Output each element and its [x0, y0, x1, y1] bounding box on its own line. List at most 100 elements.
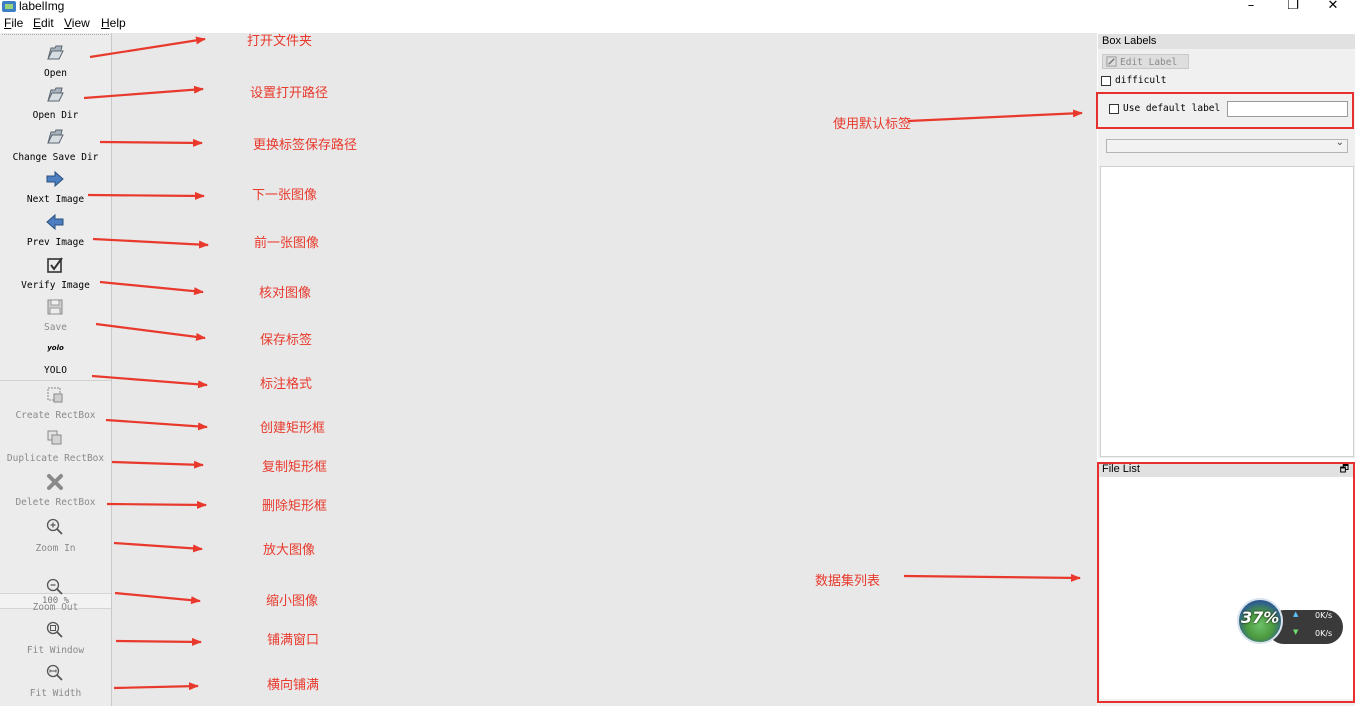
zoom-value[interactable]: 100 %: [0, 593, 111, 609]
annotation-open-dir: 设置打开路径: [250, 86, 329, 101]
menu-view[interactable]: View: [64, 16, 90, 30]
file-list-dock: File List 🗗: [1098, 462, 1355, 706]
create-rectbox-label: Create RectBox: [15, 410, 96, 421]
arrow-fit-window: [115, 637, 202, 646]
difficult-label: difficult: [1115, 75, 1167, 86]
float-dock-icon[interactable]: 🗗: [1339, 464, 1349, 475]
delete-rectbox-button[interactable]: Delete RectBox: [0, 472, 111, 512]
zoom-in-button[interactable]: Zoom In: [0, 517, 111, 557]
network-speed-widget[interactable]: 37% ▲ ▼ 0K/s 0K/s: [1237, 598, 1343, 646]
arrow-use-default-label: [907, 109, 1083, 123]
delete-rectbox-label: Delete RectBox: [15, 497, 96, 508]
annotation-create-rectbox: 创建矩形框: [260, 421, 326, 436]
menu-file[interactable]: File: [4, 16, 24, 30]
file-list-title: File List: [1098, 462, 1355, 477]
save-button[interactable]: Save: [0, 297, 111, 337]
create-rect-icon: [47, 387, 63, 403]
zoom-out-icon: [46, 578, 63, 595]
annotation-use-default-label: 使用默认标签: [833, 117, 912, 132]
use-default-label-text: Use default label: [1123, 103, 1221, 114]
floppy-disk-icon: [47, 299, 63, 315]
fit-window-label: Fit Window: [26, 645, 85, 656]
arrow-save: [95, 322, 206, 341]
menu-help[interactable]: Help: [101, 16, 126, 30]
open-button[interactable]: Open: [0, 43, 111, 83]
image-canvas[interactable]: [112, 33, 1097, 706]
arrow-zoom-in: [113, 541, 203, 553]
annotation-prev-image: 前一张图像: [254, 236, 320, 251]
arrow-open: [89, 36, 206, 59]
label-list[interactable]: [1100, 166, 1354, 457]
arrow-file-list: [903, 573, 1081, 582]
duplicate-rectbox-button[interactable]: Duplicate RectBox: [0, 428, 111, 468]
yolo-icon: yolo: [47, 344, 64, 352]
create-rectbox-button[interactable]: Create RectBox: [0, 385, 111, 425]
verify-image-label: Verify Image: [21, 280, 90, 291]
close-button[interactable]: ✕: [1327, 0, 1339, 13]
arrow-change-save-dir: [99, 138, 203, 147]
edit-label-button[interactable]: Edit Label: [1102, 54, 1189, 69]
open-dir-button[interactable]: Open Dir: [0, 85, 111, 125]
arrow-delete-rectbox: [106, 500, 207, 509]
toolbar: Open Open Dir Change Save Dir Next Image…: [0, 33, 112, 706]
highlight-file-list: [1097, 462, 1355, 703]
toolbar-divider: [0, 380, 111, 381]
window-title: labelImg: [19, 0, 65, 13]
prev-image-button[interactable]: Prev Image: [0, 212, 111, 252]
zoom-out-label: Zoom Out: [32, 602, 79, 613]
fit-width-label: Fit Width: [29, 688, 82, 699]
annotation-fit-window: 铺满窗口: [267, 633, 320, 648]
duplicate-icon: [47, 430, 62, 445]
box-labels-title: Box Labels: [1098, 34, 1355, 49]
next-image-button[interactable]: Next Image: [0, 169, 111, 209]
format-button[interactable]: yolo YOLO: [0, 341, 111, 381]
verify-image-button[interactable]: Verify Image: [0, 255, 111, 295]
upload-arrow-icon: ▲: [1293, 610, 1299, 618]
arrow-prev-image: [92, 237, 209, 249]
upload-speed: 0K/s: [1315, 611, 1333, 620]
annotation-format: 标注格式: [260, 377, 313, 392]
arrow-verify-image: [99, 280, 204, 296]
label-combo-box[interactable]: ⌄: [1106, 137, 1348, 153]
net-percent: 37%: [1241, 608, 1280, 627]
chevron-down-icon: ⌄: [1335, 137, 1344, 148]
edit-label-text: Edit Label: [1120, 57, 1178, 68]
annotation-change-save-dir: 更换标签保存路径: [253, 138, 358, 153]
duplicate-rectbox-label: Duplicate RectBox: [6, 453, 105, 464]
box-labels-dock: Box Labels Edit Label difficult Use defa…: [1098, 34, 1355, 458]
arrow-create-rectbox: [105, 418, 208, 431]
annotation-next-image: 下一张图像: [252, 188, 318, 203]
zoom-in-icon: [46, 518, 63, 535]
app-icon: [2, 1, 16, 12]
title-bar: labelImg – ❐ ✕: [0, 0, 1355, 14]
default-label-input[interactable]: [1227, 101, 1348, 117]
annotation-open: 打开文件夹: [247, 34, 313, 49]
checkbox-checked-icon: [47, 257, 63, 273]
annotation-zoom-in: 放大图像: [263, 543, 316, 558]
minimize-button[interactable]: –: [1247, 0, 1255, 13]
download-arrow-icon: ▼: [1293, 628, 1299, 636]
zoom-out-button[interactable]: Zoom Out: [0, 577, 111, 617]
change-save-dir-label: Change Save Dir: [12, 152, 99, 163]
zoom-in-label: Zoom In: [35, 543, 76, 554]
use-default-label-checkbox[interactable]: [1109, 104, 1119, 114]
file-list[interactable]: [1100, 477, 1353, 699]
arrow-format: [91, 374, 208, 389]
restore-button[interactable]: ❐: [1287, 0, 1299, 13]
prev-image-label: Prev Image: [26, 237, 85, 248]
menu-edit[interactable]: Edit: [33, 16, 54, 30]
change-save-dir-button[interactable]: Change Save Dir: [0, 127, 111, 167]
arrow-fit-width: [113, 682, 199, 691]
arrow-zoom-out: [114, 591, 201, 605]
arrow-right-icon: [46, 170, 64, 188]
delete-x-icon: [47, 474, 63, 490]
difficult-checkbox[interactable]: [1101, 76, 1111, 86]
arrow-left-icon: [46, 213, 64, 231]
folder-icon: [47, 45, 64, 60]
annotation-zoom-out: 缩小图像: [266, 594, 319, 609]
fit-width-button[interactable]: Fit Width: [0, 663, 111, 703]
annotation-delete-rectbox: 删除矩形框: [262, 499, 328, 514]
save-label: Save: [44, 322, 67, 333]
fit-window-button[interactable]: Fit Window: [0, 620, 111, 660]
